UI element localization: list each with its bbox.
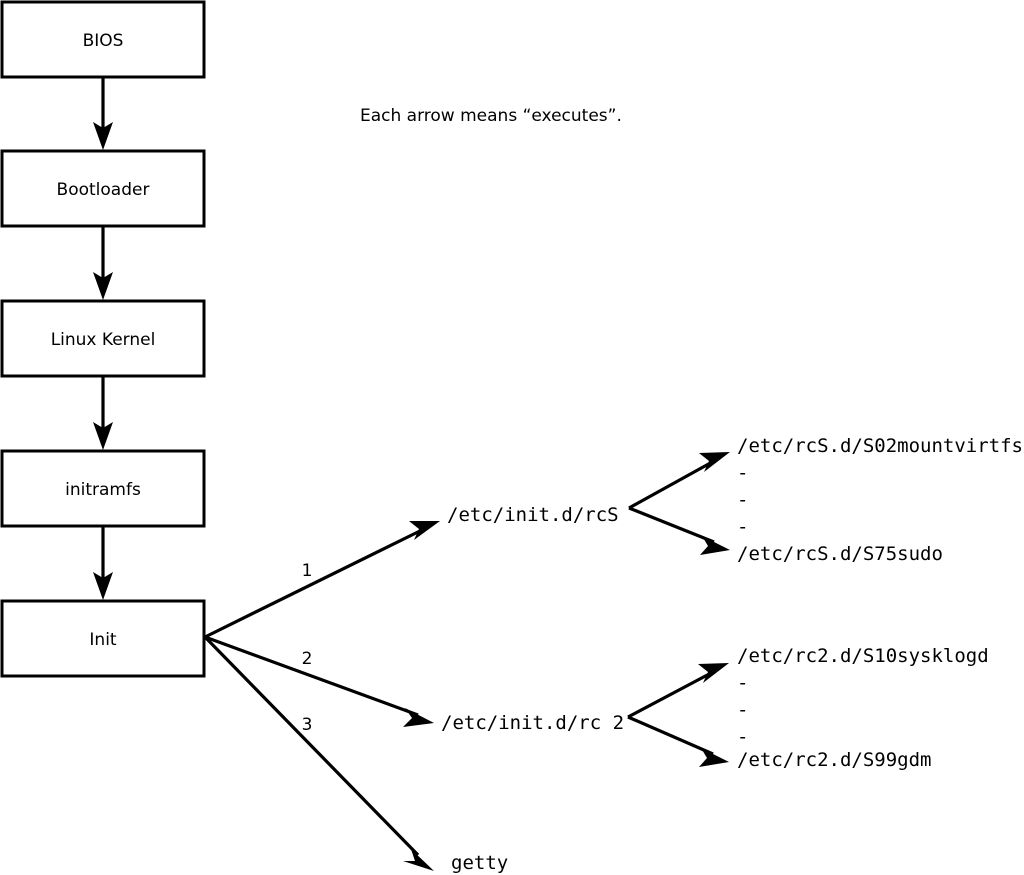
branch-number-3: 3 xyxy=(302,715,313,735)
node-init-rect[interactable] xyxy=(0,599,206,678)
edge-bootloader-to-kernel xyxy=(93,226,113,300)
label-rcs-script-last: /etc/rcS.d/S75sudo xyxy=(737,543,943,565)
edge-initramfs-to-init xyxy=(93,526,113,600)
label-rc2-ellipsis-1: - xyxy=(737,672,748,694)
label-rcs-ellipsis-3: - xyxy=(737,516,748,538)
edge-kernel-initramfs-arrowhead xyxy=(93,422,113,450)
edge-init-branch-3: 3 xyxy=(203,635,434,871)
edge-rc2-first-arrowhead xyxy=(698,663,729,683)
node-linux-kernel-label: Linux Kernel xyxy=(51,330,156,350)
edge-rcs-first-arrowhead xyxy=(699,452,730,472)
edge-rc2-to-last-script xyxy=(627,715,729,767)
edge-rc2-last-line xyxy=(627,715,714,756)
label-getty: getty xyxy=(451,852,508,874)
edge-init-branch-2-line xyxy=(204,635,419,717)
node-bootloader-rect[interactable] xyxy=(0,149,206,228)
node-bootloader[interactable]: Bootloader xyxy=(0,149,206,228)
edge-rcs-last-arrowhead xyxy=(700,536,730,555)
node-initramfs[interactable]: initramfs xyxy=(0,449,206,528)
edge-init-branch-2-arrowhead xyxy=(403,708,434,727)
branch-number-1: 1 xyxy=(302,561,313,581)
edge-init-branch-1-line xyxy=(204,527,425,639)
label-rcs-script-first: /etc/rcS.d/S02mountvirtfs xyxy=(737,435,1023,457)
edge-bios-bootloader-arrowhead xyxy=(93,122,113,150)
node-bios-label: BIOS xyxy=(83,31,124,51)
edge-initramfs-init-arrowhead xyxy=(93,572,113,600)
edge-rcs-to-first-script xyxy=(628,452,730,510)
label-rc2-script-last: /etc/rc2.d/S99gdm xyxy=(737,749,931,771)
edge-rcs-first-line xyxy=(628,459,715,510)
label-rc2-script-first: /etc/rc2.d/S10sysklogd xyxy=(737,645,989,667)
label-rcs-ellipsis-1: - xyxy=(737,462,748,484)
node-init[interactable]: Init xyxy=(0,599,206,678)
label-rcs-ellipsis-2: - xyxy=(737,489,748,511)
edge-bootloader-kernel-arrowhead xyxy=(93,272,113,300)
node-bios-rect[interactable] xyxy=(0,0,206,79)
edge-init-branch-1-arrowhead xyxy=(409,521,440,540)
node-bios[interactable]: BIOS xyxy=(0,0,206,79)
edge-init-branch-3-line xyxy=(203,635,420,857)
edge-rc2-last-arrowhead xyxy=(699,748,729,767)
label-rc2-ellipsis-2: - xyxy=(737,699,748,721)
node-init-label: Init xyxy=(89,630,117,650)
node-linux-kernel[interactable]: Linux Kernel xyxy=(0,299,206,378)
edge-init-branch-2: 2 xyxy=(204,635,434,727)
node-bootloader-label: Bootloader xyxy=(57,180,150,200)
edge-rcs-to-last-script xyxy=(628,506,730,555)
node-initramfs-label: initramfs xyxy=(65,480,141,500)
edge-kernel-to-initramfs xyxy=(93,376,113,450)
branch-number-2: 2 xyxy=(302,649,313,669)
edge-rc2-to-first-script xyxy=(627,663,729,719)
edge-bios-to-bootloader xyxy=(93,77,113,150)
label-rc2-ellipsis-3: - xyxy=(737,726,748,748)
diagram-caption: Each arrow means “executes”. xyxy=(360,106,622,126)
edge-rc2-first-line xyxy=(627,670,714,719)
label-etc-init-d-rc2: /etc/init.d/rc 2 xyxy=(441,712,624,734)
edge-init-branch-3-arrowhead xyxy=(403,849,434,871)
label-etc-init-d-rcs: /etc/init.d/rcS xyxy=(447,504,619,526)
edge-init-branch-1: 1 xyxy=(204,521,440,639)
node-linux-kernel-rect[interactable] xyxy=(0,299,206,378)
edge-rcs-last-line xyxy=(628,506,715,544)
